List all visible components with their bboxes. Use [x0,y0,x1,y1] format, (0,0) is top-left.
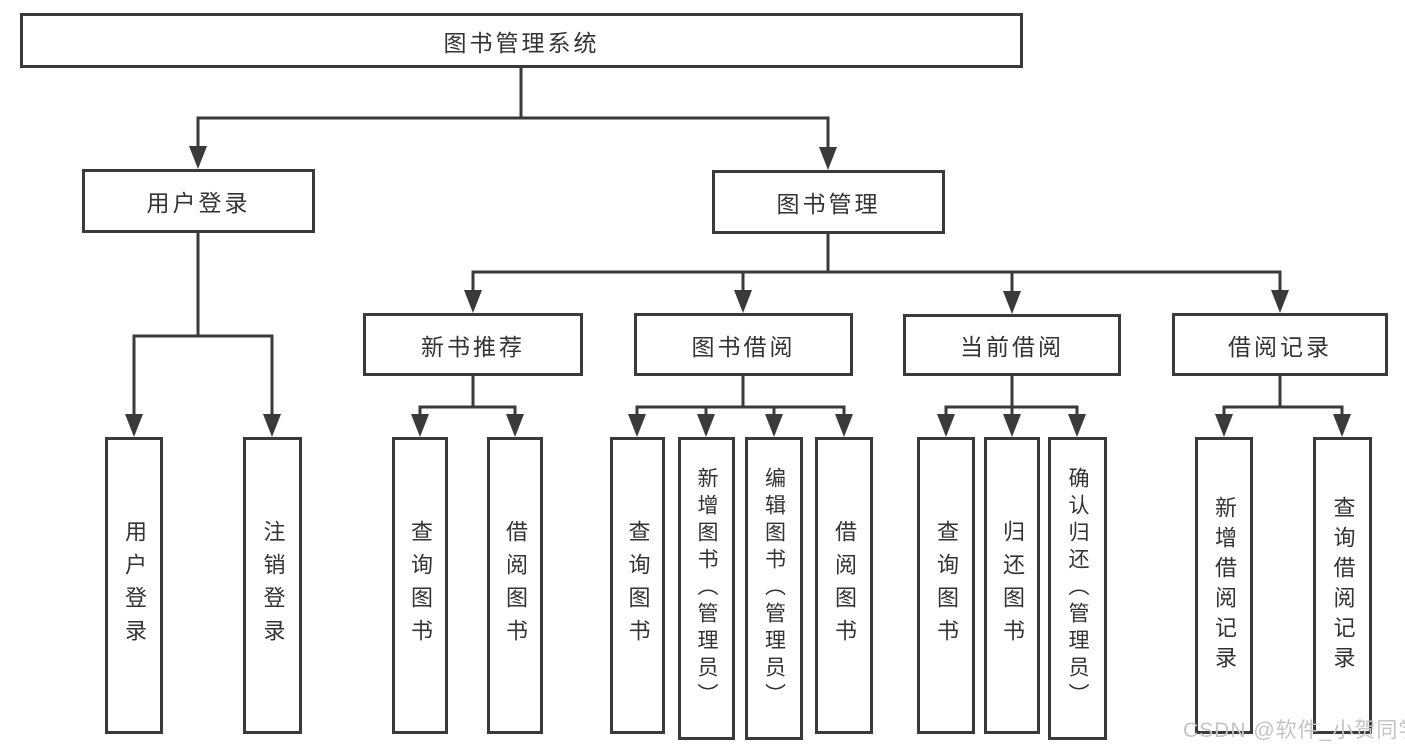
node-label: 新增借阅记录 [1212,495,1237,676]
node-library-system: 图书管理系统 [20,13,1023,68]
node-query-borrow-record: 查询借阅记录 [1313,437,1372,734]
node-label: 图书借阅 [691,333,796,360]
node-query-books-current: 查询图书 [917,437,975,734]
node-user-login: 用户登录 [82,169,315,233]
arrowhead-icon [411,414,429,437]
arrowhead-icon [125,414,143,437]
node-label: 图书管理系统 [443,29,600,56]
node-borrow-books-recommend: 借阅图书 [487,437,543,734]
node-confirm-return-admin: 确认归还（管理员） [1048,437,1107,740]
node-query-books-recommend: 查询图书 [392,437,448,734]
node-label: 当前借阅 [960,334,1064,360]
arrowhead-icon [1003,291,1021,314]
node-label: 新增图书（管理员） [695,467,718,710]
node-logout: 注销登录 [243,437,302,734]
node-user-login-leaf: 用户登录 [105,437,163,734]
node-add-book-admin: 新增图书（管理员） [678,437,735,740]
arrowhead-icon [189,146,207,169]
arrowhead-icon [819,147,837,170]
arrowhead-icon [835,414,853,437]
arrowhead-icon [734,290,752,313]
node-query-books-borrow: 查询图书 [610,437,665,734]
arrowhead-icon [937,414,955,437]
node-label: 图书管理 [776,191,881,217]
node-label: 查询图书 [408,519,433,652]
arrowhead-icon [628,414,646,437]
arrowhead-icon [1003,414,1021,437]
node-label: 查询图书 [625,519,651,652]
arrowhead-icon [464,290,482,313]
node-label: 借阅图书 [503,519,528,652]
node-current-borrowing: 当前借阅 [903,314,1121,376]
node-book-management: 图书管理 [712,170,945,234]
node-return-book: 归还图书 [984,437,1040,734]
node-label: 确认归还（管理员） [1066,467,1089,710]
node-edit-book-admin: 编辑图书（管理员） [745,437,803,740]
node-label: 借阅记录 [1228,333,1332,360]
arrowhead-icon [765,414,783,437]
arrowhead-icon [1271,290,1289,313]
watermark-text: CSDN @软件_小贺同学 [1183,719,1405,742]
arrowhead-icon [697,414,715,437]
node-label: 用户登录 [146,190,251,216]
arrowhead-icon [263,414,281,437]
node-label: 借阅图书 [832,519,857,652]
node-label: 注销登录 [260,519,286,652]
arrowhead-icon [506,414,524,437]
node-label: 查询图书 [934,519,959,652]
arrowhead-icon [1333,414,1351,437]
node-label: 用户登录 [122,519,147,652]
arrowhead-icon [1215,414,1233,437]
node-add-borrow-record: 新增借阅记录 [1195,437,1253,734]
node-label: 新书推荐 [421,333,525,360]
node-borrowing-records: 借阅记录 [1172,313,1388,376]
node-book-borrowing: 图书借阅 [634,313,853,376]
node-label: 编辑图书（管理员） [762,467,786,710]
node-label: 查询借阅记录 [1330,495,1356,676]
node-borrow-books-leaf: 借阅图书 [815,437,873,734]
arrowhead-icon [1068,414,1086,437]
node-label: 归还图书 [1000,519,1025,652]
node-new-book-recommendation: 新书推荐 [363,313,583,376]
